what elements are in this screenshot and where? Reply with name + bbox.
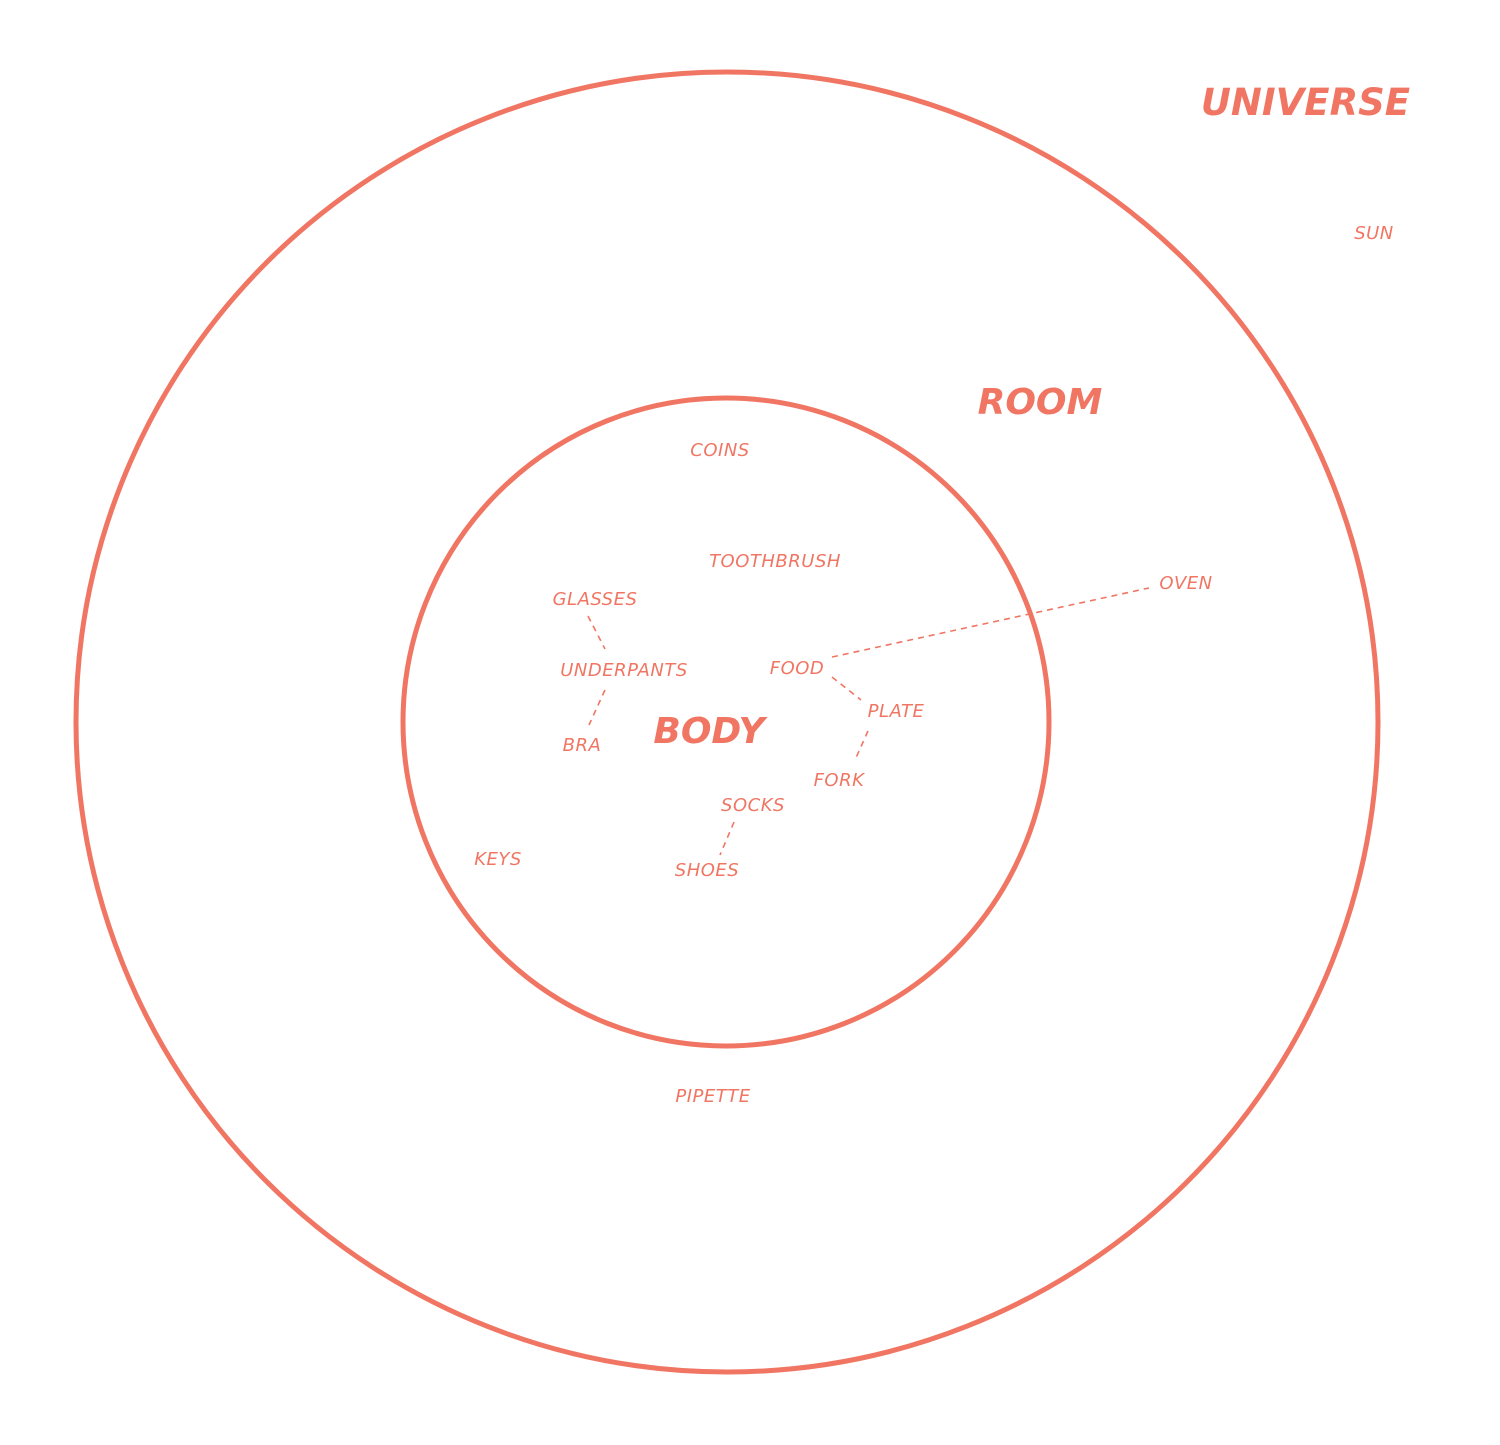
item-pipette: PIPETTE: [675, 1086, 750, 1107]
link-plate-fork: [854, 730, 869, 761]
item-socks: SOCKS: [721, 795, 785, 816]
body-circle: [400, 395, 1052, 1049]
universe-label: UNIVERSE: [1201, 81, 1410, 124]
item-glasses: GLASSES: [553, 589, 638, 610]
room-circle: [73, 69, 1381, 1375]
room-label: ROOM: [978, 382, 1103, 423]
item-sun: SUN: [1354, 223, 1394, 244]
link-underpants-bra: [588, 689, 606, 726]
item-shoes: SHOES: [675, 860, 739, 881]
link-food-plate: [831, 676, 862, 701]
item-plate: PLATE: [868, 701, 925, 722]
item-oven: OVEN: [1159, 573, 1212, 594]
item-underpants: UNDERPANTS: [560, 660, 688, 681]
item-food: FOOD: [770, 658, 825, 679]
link-glasses-underpants: [587, 615, 606, 650]
link-socks-shoes: [719, 821, 735, 856]
item-fork: FORK: [814, 770, 866, 791]
item-keys: KEYS: [474, 849, 522, 870]
body-label: BODY: [653, 711, 768, 752]
item-bra: BRA: [563, 735, 602, 756]
link-food-oven: [831, 587, 1150, 658]
item-toothbrush: TOOTHBRUSH: [709, 551, 841, 572]
item-coins: COINS: [690, 440, 749, 461]
